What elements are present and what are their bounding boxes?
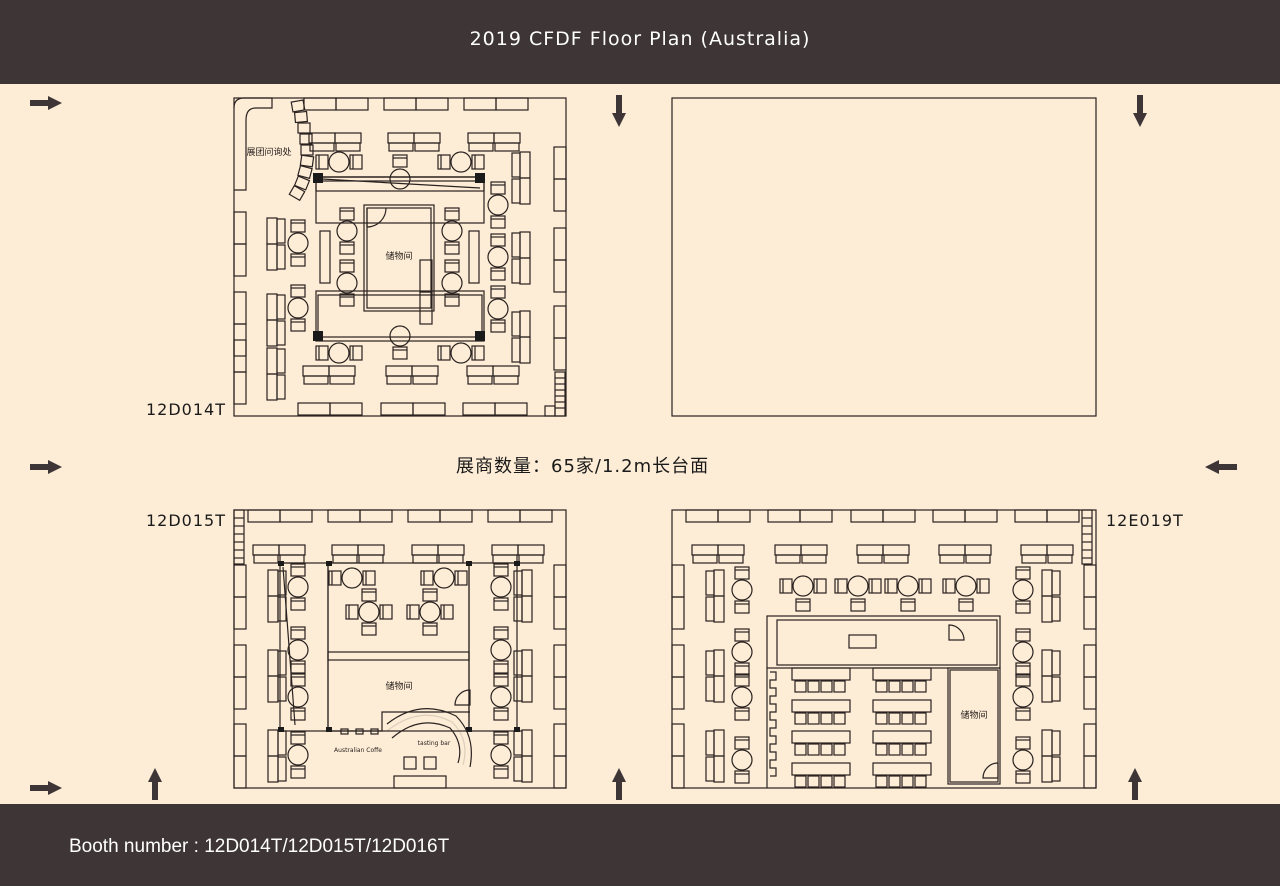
info-desk-label: 展团问询处 [246,146,291,158]
booth-number-text: Booth number : 12D014T/12D015T/12D016T [69,836,450,857]
arrow-up-icon [612,768,626,800]
arrow-left-icon [1205,460,1237,474]
storage-label-1: 储物间 [385,250,412,262]
booth-12E019T-plan: 储物间 [671,509,1097,789]
header-bar: 2019 CFDF Floor Plan (Australia) [0,0,1280,84]
arrow-down-icon [612,95,626,127]
booth-label-12D015T: 12D015T [146,511,226,530]
booth-label-12E019T: 12E019T [1106,511,1184,530]
page-title: 2019 CFDF Floor Plan (Australia) [469,28,811,50]
coffee-label: Australian Coffe [334,747,382,754]
storage-label-2: 储物间 [385,680,412,692]
booth-12D014T-plan: 储物间 展团问询处 [233,97,567,417]
arrow-up-icon [148,768,162,800]
footer-bar: Booth number : 12D014T/12D015T/12D016T [0,804,1280,886]
arrow-right-icon [30,781,62,795]
booth-12D015T-plan: 储物间 Australian Coffe tasting bar [233,509,567,789]
storage-label-3: 储物间 [960,709,987,721]
booth-label-12D014T: 12D014T [146,400,226,419]
arrow-right-icon [30,96,62,110]
arrow-up-icon [1128,768,1142,800]
exhibitor-count-note: 展商数量：65家/1.2m长台面 [456,456,710,477]
arrow-down-icon [1133,95,1147,127]
arrow-right-icon [30,460,62,474]
empty-booth-area [671,97,1097,417]
tasting-bar-label: tasting bar [418,740,451,747]
